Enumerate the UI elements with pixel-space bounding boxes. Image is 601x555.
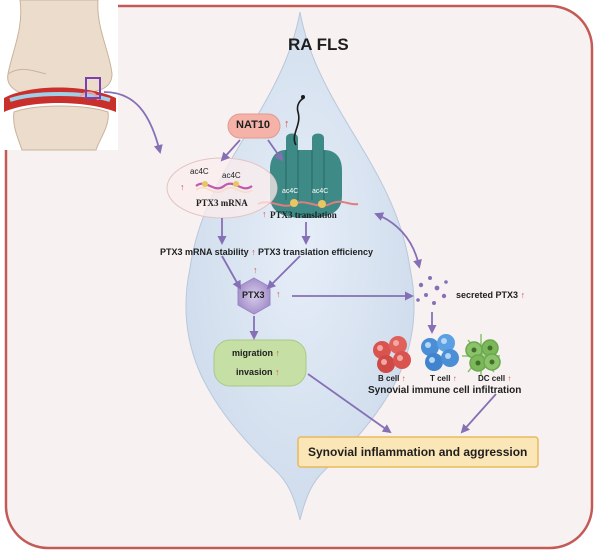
ptx3-up-arrow-top: ↑ — [253, 265, 258, 275]
mrna-up-arrow: ↑ — [180, 182, 185, 192]
arrow-knee-to-cell — [103, 91, 163, 154]
ptx3-up-arrow: ↑ — [276, 289, 281, 299]
t-cell-up-arrow: ↑ — [452, 374, 457, 383]
mrna-stability-up-arrow: ↑ — [251, 247, 256, 257]
nat10-text: NAT10 — [236, 119, 271, 131]
translation-efficiency-text: PTX3 translation efficiency — [258, 247, 374, 257]
b-cell-text: B cell — [378, 374, 400, 383]
synovium-highlight-box — [85, 77, 101, 99]
arrow-efficiency-to-ptx3 — [266, 255, 301, 290]
dc-cell-icon — [462, 334, 501, 376]
translation-up-arrow: ↑ — [262, 209, 267, 219]
ac4c-label-2: ac4C — [222, 171, 241, 180]
ptx3-label: PTX3 — [242, 290, 265, 300]
t-cell-icon — [421, 334, 459, 371]
diagram-title: RA FLS — [288, 35, 349, 54]
ptx3-mrna-label: PTX3 mRNA — [196, 198, 248, 208]
mrna-stability-label: PTX3 mRNA stability ↑ — [160, 248, 256, 257]
ptx3-translation-label: PTX3 translation — [270, 210, 337, 220]
migration-up-arrow: ↑ — [275, 348, 281, 358]
migration-invasion-box — [213, 339, 307, 387]
secreted-ptx3-text: secreted PTX3 — [456, 290, 519, 300]
invasion-label: invasion ↑ — [236, 368, 280, 377]
dc-cell-label: DC cell ↑ — [478, 375, 511, 383]
arrow-migration-to-outcome — [307, 373, 392, 434]
ribosome-icon — [257, 95, 359, 218]
invasion-text: invasion — [236, 367, 273, 377]
outcome-label: Synovial inflammation and aggression — [308, 445, 528, 459]
t-cell-label: T cell ↑ — [430, 375, 457, 383]
knee-joint-illustration — [0, 0, 118, 151]
arrow-nat10-to-ribosome — [267, 139, 284, 162]
arrow-secreted-feedback-translation — [374, 212, 422, 269]
t-cell-text: T cell — [430, 374, 451, 383]
infiltration-label: Synovial immune cell infiltration — [368, 385, 522, 396]
arrow-stability-to-ptx3 — [221, 255, 241, 290]
dc-cell-up-arrow: ↑ — [507, 374, 512, 383]
mrna-stability-text: PTX3 mRNA stability — [160, 247, 249, 257]
nat10-node — [227, 113, 281, 139]
migration-label: migration ↑ — [232, 349, 280, 358]
arrow-immune-to-outcome — [460, 393, 497, 434]
nat10-up-arrow: ↑ — [284, 118, 290, 130]
pathway-arrows — [103, 91, 497, 434]
ac4c-label-1: ac4C — [190, 167, 209, 176]
secreted-ptx3-dots — [416, 276, 448, 305]
invasion-up-arrow: ↑ — [275, 367, 280, 377]
ac4c-ribosome-2: ac4C — [312, 188, 329, 195]
b-cell-label: B cell ↑ — [378, 375, 406, 383]
b-cell-up-arrow: ↑ — [401, 374, 406, 383]
nat10-label: NAT10 — [236, 120, 270, 131]
b-cell-icon — [373, 336, 411, 373]
secreted-ptx3-label: secreted PTX3 ↑ — [456, 291, 525, 300]
secreted-ptx3-up-arrow: ↑ — [520, 290, 526, 300]
translation-efficiency-label: PTX3 translation efficiency — [258, 248, 373, 257]
dc-cell-text: DC cell — [478, 374, 506, 383]
outcome-box — [297, 436, 539, 468]
arrow-nat10-to-mrna — [220, 139, 241, 162]
migration-text: migration — [232, 348, 274, 358]
ac4c-ribosome-1: ac4C — [282, 188, 299, 195]
